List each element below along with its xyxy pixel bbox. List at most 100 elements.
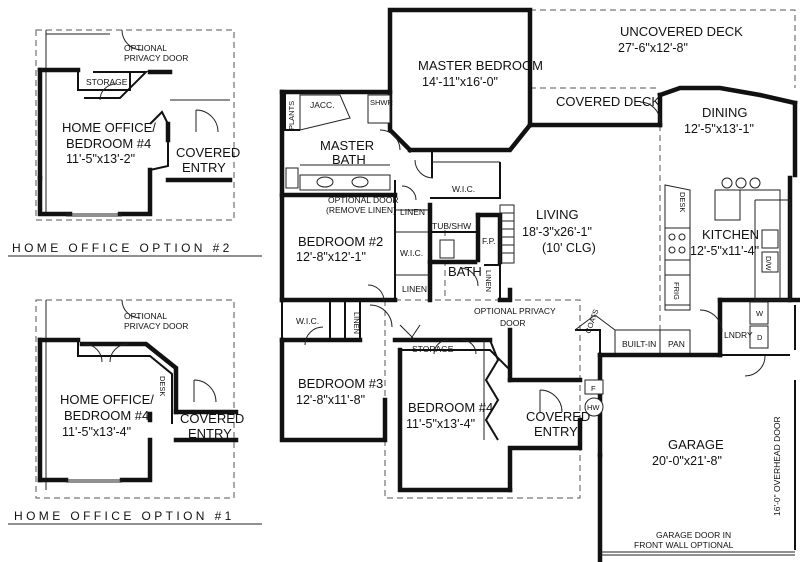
pan-label: PAN	[668, 339, 685, 349]
option1-entry-label-2: ENTRY	[188, 426, 232, 441]
option1-privacy-door-swing	[121, 299, 141, 319]
bar-stool-1	[721, 177, 733, 189]
coats-closet	[575, 329, 601, 380]
option2-entry-label-1: COVERED	[176, 145, 240, 160]
main-floor-plan	[279, 7, 800, 562]
bedroom4-name: BEDROOM #4	[408, 400, 493, 415]
kitchen-name: KITCHEN	[702, 227, 759, 242]
jacc-label: JACC.	[310, 100, 335, 110]
bar-stool-3	[749, 177, 761, 189]
kitchen-dim: 12'-5"x11'-4"	[690, 244, 759, 258]
option1-privacy-door-label-2: PRIVACY DOOR	[124, 321, 188, 331]
linen-b-label: LINEN	[402, 284, 427, 294]
storage-label: STORAGE	[412, 344, 454, 354]
option2-privacy-door-label-2: PRIVACY DOOR	[124, 53, 188, 63]
kitchen-west-counter	[664, 184, 691, 311]
optional-door-label-1: OPTIONAL DOOR	[328, 195, 399, 205]
master-bedroom-exterior-wall	[279, 7, 533, 128]
linen-d-label: LINEN	[352, 312, 361, 334]
bath-toilet[interactable]	[439, 239, 455, 259]
living-dim: 18'-3"x26'-1"	[522, 225, 592, 239]
option1-inner-wall	[77, 340, 173, 424]
tub-shw-label: TUB/SHW	[432, 221, 471, 231]
option1-room-dim: 11'-5"x13'-4"	[62, 425, 131, 439]
bedroom2-dim: 12'-8"x12'-1"	[296, 250, 366, 264]
option2-entry-label-2: ENTRY	[182, 160, 226, 175]
vanity-sink-right[interactable]	[351, 176, 369, 188]
garage-name: GARAGE	[668, 437, 724, 452]
shwr-label: SHWR	[370, 98, 393, 107]
home-office-option-2: OPTIONAL PRIVACY DOOR STORAGE HOME OFFIC…	[8, 29, 262, 257]
overhead-door-label: 16'-0" OVERHEAD DOOR	[772, 416, 782, 516]
master-wic-outline	[430, 162, 501, 199]
vanity-counter[interactable]	[299, 174, 391, 191]
water-heater-label: HW	[587, 403, 600, 412]
option1-room-name-1: HOME OFFICE/	[60, 392, 154, 407]
option2-room-name-2: BEDROOM #4	[66, 136, 151, 151]
master-bedroom-name: MASTER BEDROOM	[418, 58, 543, 73]
furnace[interactable]	[584, 379, 604, 395]
washer-label: W	[756, 309, 764, 318]
vanity-sink-left[interactable]	[316, 176, 334, 188]
master-wic-label: W.I.C.	[452, 184, 475, 194]
master-bedroom-inner-wall	[387, 89, 414, 154]
master-toilet[interactable]	[285, 167, 299, 189]
refrigerator[interactable]	[664, 274, 691, 306]
option2-privacy-door-label-1: OPTIONAL	[124, 43, 167, 53]
dishwasher[interactable]	[761, 251, 779, 273]
washer[interactable]	[749, 301, 769, 325]
kitchen-sink[interactable]	[761, 229, 779, 249]
furnace-label: F	[591, 384, 596, 393]
bedroom2-name: BEDROOM #2	[298, 234, 383, 249]
garage-dim: 20'-0"x21'-8"	[652, 454, 722, 468]
optional-privacy-door-label-2: DOOR	[500, 318, 526, 328]
water-heater[interactable]	[584, 397, 604, 417]
option1-entry-door-swing	[193, 379, 217, 403]
wic2-label: W.I.C.	[400, 248, 423, 258]
bar-stool-2	[735, 177, 747, 189]
dining-name: DINING	[702, 105, 748, 120]
wic3-label: W.I.C.	[296, 316, 319, 326]
jacuzzi-tub[interactable]	[299, 94, 351, 131]
uncovered-deck-outline	[530, 9, 796, 88]
option1-dashed-boundary	[35, 299, 235, 499]
frig-label: FRIG	[672, 282, 681, 300]
closet-bifold-doors[interactable]	[484, 339, 500, 441]
shower-stall[interactable]	[367, 94, 391, 124]
master-bath-label-2: BATH	[332, 152, 366, 167]
garage-door-note-2: FRONT WALL OPTIONAL	[634, 540, 734, 550]
covered-entry-label-1: COVERED	[526, 409, 590, 424]
living-name: LIVING	[536, 207, 579, 222]
bath-label: BATH	[448, 264, 482, 279]
dryer[interactable]	[749, 325, 769, 349]
bedroom4-dim: 11'-5"x13'-4"	[406, 417, 475, 431]
option1-entry-label-1: COVERED	[180, 411, 244, 426]
uncovered-deck-name: UNCOVERED DECK	[620, 24, 743, 39]
home-office-option-1: OPTIONAL PRIVACY DOOR DESK HOME OFFICE/ …	[8, 299, 262, 525]
dining-bay-wall	[657, 85, 798, 106]
master-bath-label-1: MASTER	[320, 138, 374, 153]
bedroom4-exterior-wall	[397, 347, 513, 493]
option2-entry-door-swing	[195, 109, 219, 133]
kitchen-island	[714, 189, 781, 300]
dining-dim: 12'-5"x13'-1"	[684, 122, 754, 136]
uncovered-deck-dim: 27'-6"x12'-8"	[618, 41, 688, 55]
deck-door-swing	[639, 101, 661, 123]
linen-c-label: LINEN	[484, 270, 493, 292]
option1-room-name-2: BEDROOM #4	[64, 408, 149, 423]
option2-storage-label: STORAGE	[86, 77, 128, 87]
optional-privacy-door-label-1: OPTIONAL PRIVACY	[474, 306, 556, 316]
master-bedroom-dim: 14'-11"x16'-0"	[422, 75, 498, 89]
fp-label: F.P.	[482, 236, 496, 246]
living-clg: (10' CLG)	[542, 241, 596, 255]
built-in-label: BUILT-IN	[622, 339, 656, 349]
option2-room-name-1: HOME OFFICE/	[62, 120, 156, 135]
option1-caption: HOME OFFICE OPTION #1	[14, 509, 235, 523]
option2-dashed-boundary	[35, 29, 235, 221]
option1-privacy-door-label-1: OPTIONAL	[124, 311, 167, 321]
bedroom3-name: BEDROOM #3	[298, 376, 383, 391]
lndry-label: LNDRY	[724, 330, 753, 340]
linen-a-label: LINEN	[400, 207, 425, 217]
dryer-label: D	[757, 333, 763, 342]
